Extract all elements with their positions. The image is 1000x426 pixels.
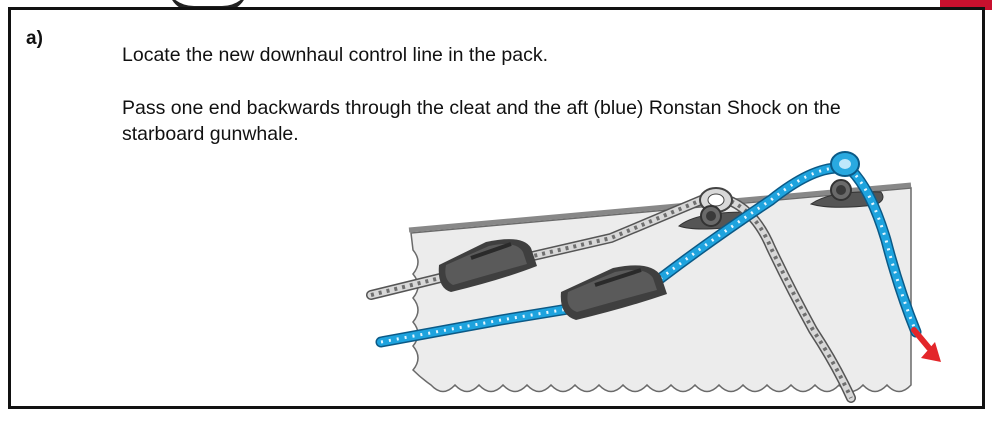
instruction-step-box: a) Locate the new downhaul control line …: [8, 7, 985, 409]
ronstan-shock-icon: [830, 151, 860, 201]
section-tab-marker: [940, 0, 992, 10]
cleat-icon: [438, 239, 537, 292]
step-instruction-1: Locate the new downhaul control line in …: [122, 44, 549, 66]
cleat-icon: [560, 265, 667, 320]
step-instruction-2: Pass one end backwards through the cleat…: [122, 97, 841, 145]
step-label: a): [26, 28, 43, 49]
direction-arrow-icon: [911, 327, 941, 362]
ronstan-shock-icon: [699, 187, 733, 227]
rigging-illustration: [366, 151, 941, 403]
